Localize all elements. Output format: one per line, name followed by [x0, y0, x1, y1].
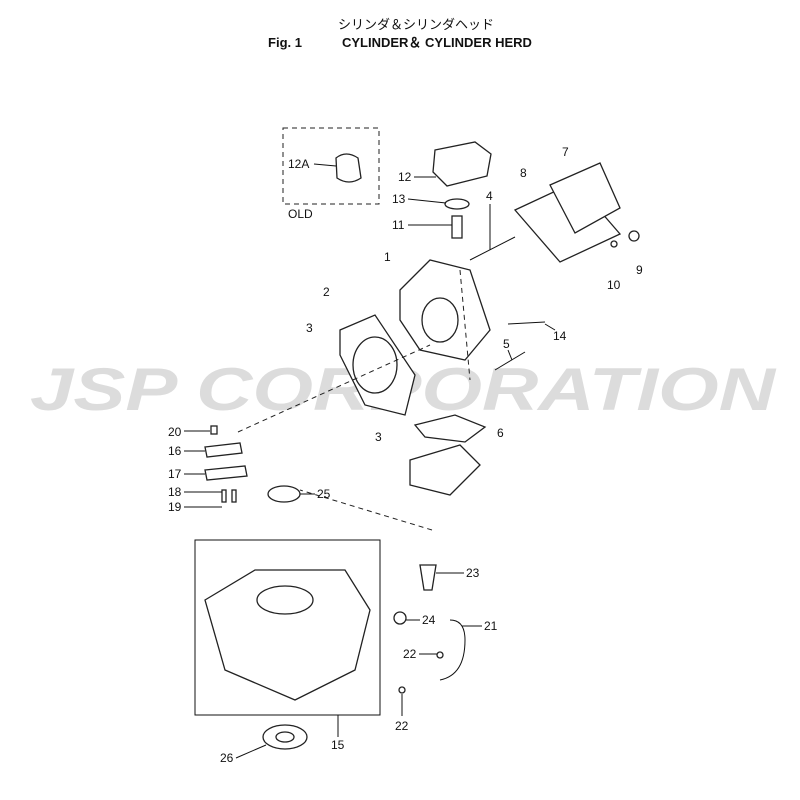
old-label: OLD [288, 207, 313, 221]
part-5-shape [494, 351, 526, 371]
part-12-shape [432, 141, 492, 187]
callout-25: 25 [317, 487, 331, 501]
callout-15: 15 [331, 738, 345, 752]
callout-6: 6 [497, 426, 504, 440]
part-23-shape [419, 564, 437, 591]
assembly-lines [237, 269, 471, 531]
callout-2: 2 [323, 285, 330, 299]
callout-19: 19 [168, 500, 182, 514]
callout-5: 5 [503, 337, 510, 351]
callout-24: 24 [422, 613, 436, 627]
callout-8: 8 [520, 166, 527, 180]
callout-13: 13 [392, 192, 406, 206]
part-16-shape [204, 442, 243, 458]
title-japanese: シリンダ＆シリンダヘッド [337, 17, 494, 32]
callout-16: 16 [168, 444, 182, 458]
crankcase-frame [194, 539, 381, 716]
part-12a-shape [335, 153, 362, 183]
part-9-shape [628, 230, 640, 242]
part-13-shape [444, 198, 470, 210]
part-21-shape [439, 619, 466, 681]
callout-9: 9 [636, 263, 643, 277]
callout-26: 26 [220, 751, 234, 765]
callout-3b: 3 [375, 430, 382, 444]
cylinder-bore [421, 297, 459, 343]
callout-20: 20 [168, 425, 182, 439]
callout-12: 12 [398, 170, 412, 184]
part-25-shape [267, 485, 301, 503]
figure-title: Fig. 1 CYLINDER＆ CYLINDER HERD [0, 32, 800, 51]
callout-4: 4 [486, 189, 493, 203]
part-24-shape [393, 611, 407, 625]
callout-1: 1 [384, 250, 391, 264]
bearing-inner [275, 731, 295, 743]
callout-7: 7 [562, 145, 569, 159]
part-15-shape [204, 569, 371, 701]
part-6-ghost [409, 444, 481, 496]
callout-14: 14 [553, 329, 567, 343]
callout-12a: 12A [288, 157, 309, 171]
callout-21: 21 [484, 619, 498, 633]
callout-10: 10 [607, 278, 621, 292]
callout-18: 18 [168, 485, 182, 499]
callout-3a: 3 [306, 321, 313, 335]
part-4-shape [469, 236, 516, 261]
gasket-bore [352, 336, 398, 394]
callout-17: 17 [168, 467, 182, 481]
callout-11: 11 [392, 218, 405, 232]
part-6-shape [413, 414, 487, 443]
part-20-shape [210, 425, 218, 435]
part-18b-shape [231, 489, 237, 503]
callouts: 12A OLD 12 13 11 4 8 7 1 2 3 9 10 14 5 3… [168, 145, 643, 765]
crankcase-bore [256, 585, 314, 615]
part-10-shape [610, 240, 618, 248]
callout-22b: 22 [395, 719, 409, 733]
callout-22a: 22 [403, 647, 417, 661]
part-22-shape [436, 651, 444, 659]
part-7-shape [549, 162, 621, 234]
part-11-shape [451, 215, 463, 239]
old-part-box [282, 127, 380, 205]
part-17-shape [204, 465, 248, 481]
figure-number: Fig. 1 [268, 35, 302, 50]
callout-23: 23 [466, 566, 480, 580]
figure-title-text: CYLINDER＆ CYLINDER HERD [341, 35, 532, 50]
part-22b-shape [398, 686, 406, 694]
part-18-shape [221, 489, 227, 503]
part-14-shape [507, 321, 546, 325]
